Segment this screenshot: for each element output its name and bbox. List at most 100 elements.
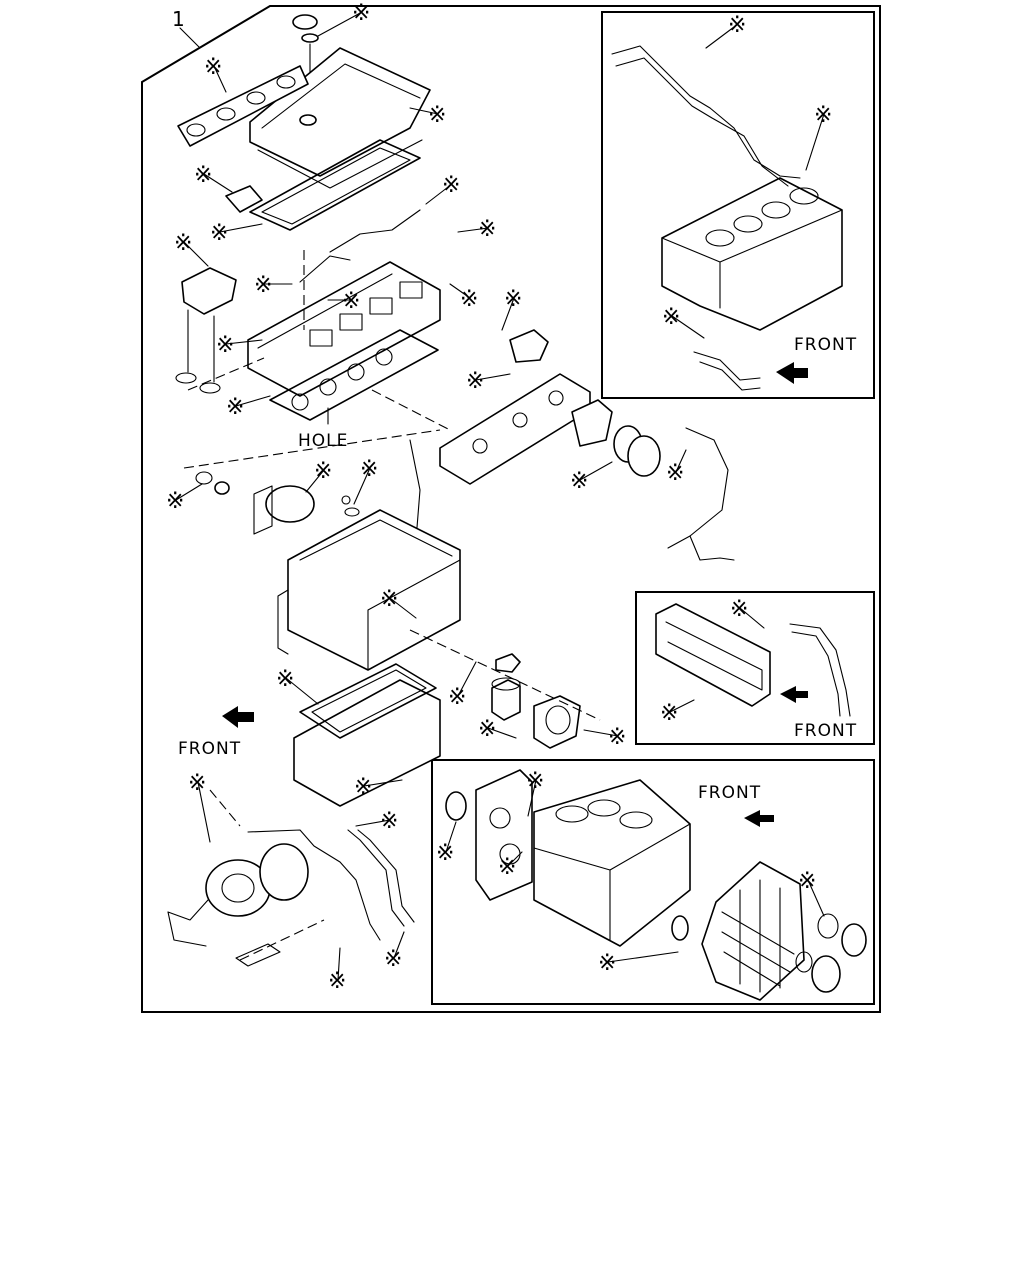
- kit-marker-leader: [607, 951, 679, 963]
- oil-filler-cap: [292, 14, 319, 113]
- kit-marker-leader: [317, 11, 363, 37]
- kit-marker: ※: [498, 855, 516, 880]
- front-label-inset2: FRONT: [794, 721, 857, 741]
- kit-marker-leader: [507, 851, 523, 867]
- kit-marker-leader: [705, 23, 739, 49]
- kit-marker-leader: [183, 241, 209, 267]
- inset-cooler-pipe: [635, 591, 875, 745]
- kit-marker: ※: [570, 469, 588, 494]
- inset-rear-housing: [431, 759, 875, 1005]
- kit-marker: ※: [354, 775, 372, 800]
- cover-plate: [841, 923, 867, 957]
- exhaust-manifold: [439, 373, 591, 485]
- callout-number: 1: [172, 7, 185, 31]
- fuel-injection-pipe: [299, 209, 421, 283]
- inset-oil-cooler-cover: [655, 603, 771, 707]
- kit-marker: ※: [798, 869, 816, 894]
- kit-marker-leader: [475, 373, 511, 381]
- kit-marker: ※: [254, 273, 272, 298]
- front-arrow-inset2: [780, 686, 808, 703]
- kit-marker: ※: [460, 287, 478, 312]
- kit-marker: ※: [504, 287, 522, 312]
- kit-marker: ※: [526, 769, 544, 794]
- kit-marker: ※: [352, 1, 370, 26]
- kit-marker-leader: [353, 467, 371, 505]
- kit-marker-leader: [337, 947, 341, 981]
- hole-label: HOLE: [298, 431, 348, 451]
- intake-manifold-gasket: [177, 65, 309, 147]
- oil-feed-pipe: [247, 829, 381, 941]
- kit-marker: ※: [276, 667, 294, 692]
- kit-marker-leader: [487, 727, 517, 739]
- cylinder-head-gasket: [269, 329, 439, 421]
- housing-o-ring: [817, 913, 839, 939]
- kit-marker: ※: [174, 231, 192, 256]
- kit-marker-leader: [175, 483, 203, 501]
- kit-marker: ※: [194, 163, 212, 188]
- kit-marker-leader: [225, 339, 263, 345]
- egr-pipe: [611, 45, 801, 187]
- kit-marker: ※: [442, 173, 460, 198]
- thermostat-housing: [175, 267, 237, 394]
- kit-marker-leader: [671, 315, 705, 339]
- water-outlet-pipe: [225, 185, 263, 213]
- kit-marker-leader: [527, 779, 537, 817]
- kit-marker: ※: [428, 103, 446, 128]
- kit-marker: ※: [188, 771, 206, 796]
- kit-marker-leader: [675, 449, 687, 473]
- kit-marker: ※: [728, 13, 746, 38]
- kit-marker-leader: [363, 779, 403, 787]
- callout-leader: [179, 27, 201, 49]
- kit-marker: ※: [466, 369, 484, 394]
- kit-marker: ※: [478, 717, 496, 742]
- cylinder-head: [247, 261, 441, 397]
- kit-marker-leader: [739, 607, 765, 629]
- kit-marker-leader: [669, 699, 695, 713]
- cylinder-head-cover: [249, 47, 431, 189]
- inset-block: [661, 177, 843, 331]
- kit-marker: ※: [384, 947, 402, 972]
- assembly-dash-lines: [183, 250, 601, 961]
- kit-marker-leader: [219, 223, 263, 233]
- kit-marker: ※: [660, 701, 678, 726]
- cover-plate-2: [811, 955, 841, 993]
- front-label-main: FRONT: [178, 739, 241, 759]
- oil-pan: [293, 663, 441, 807]
- kit-marker: ※: [436, 841, 454, 866]
- kit-marker-leader: [213, 65, 227, 93]
- water-return-pipe: [693, 351, 761, 391]
- cylinder-block: [277, 509, 461, 671]
- inset3-cylinder-block: [533, 779, 691, 947]
- front-arrow-inset1: [776, 362, 808, 384]
- front-label-inset1: FRONT: [794, 335, 857, 355]
- kit-marker: ※: [662, 305, 680, 330]
- kit-marker: ※: [314, 459, 332, 484]
- kit-marker-leader: [807, 879, 825, 917]
- kit-marker-leader: [501, 297, 515, 331]
- kit-marker: ※: [166, 489, 184, 514]
- kit-marker-leader: [449, 283, 471, 299]
- egr-valve: [509, 329, 549, 363]
- housing-o-ring-2: [795, 951, 813, 973]
- throttle-body: [571, 399, 661, 477]
- water-pump: [253, 485, 360, 535]
- kit-marker-leader: [457, 227, 489, 233]
- kit-marker-leader: [389, 597, 417, 619]
- kit-marker-leader: [393, 931, 405, 959]
- oil-filter: [491, 653, 521, 721]
- kit-marker: ※: [328, 969, 346, 994]
- kit-marker: ※: [342, 289, 360, 314]
- drain-plug: [195, 471, 230, 495]
- kit-marker: ※: [730, 597, 748, 622]
- kit-markers: ※※※※※※※※※※※※※※※※※※※※※※※※※※※※※※※※※※※※※※※※: [166, 1, 832, 994]
- kit-marker: ※: [666, 461, 684, 486]
- kit-marker: ※: [360, 457, 378, 482]
- head-cover-gasket: [249, 139, 421, 231]
- kit-marker-leader: [583, 729, 619, 737]
- oil-cooler: [533, 695, 581, 749]
- kit-marker: ※: [204, 55, 222, 80]
- rear-oil-seal: [671, 915, 689, 941]
- sensor-harness: [667, 427, 735, 561]
- kit-marker: ※: [814, 103, 832, 128]
